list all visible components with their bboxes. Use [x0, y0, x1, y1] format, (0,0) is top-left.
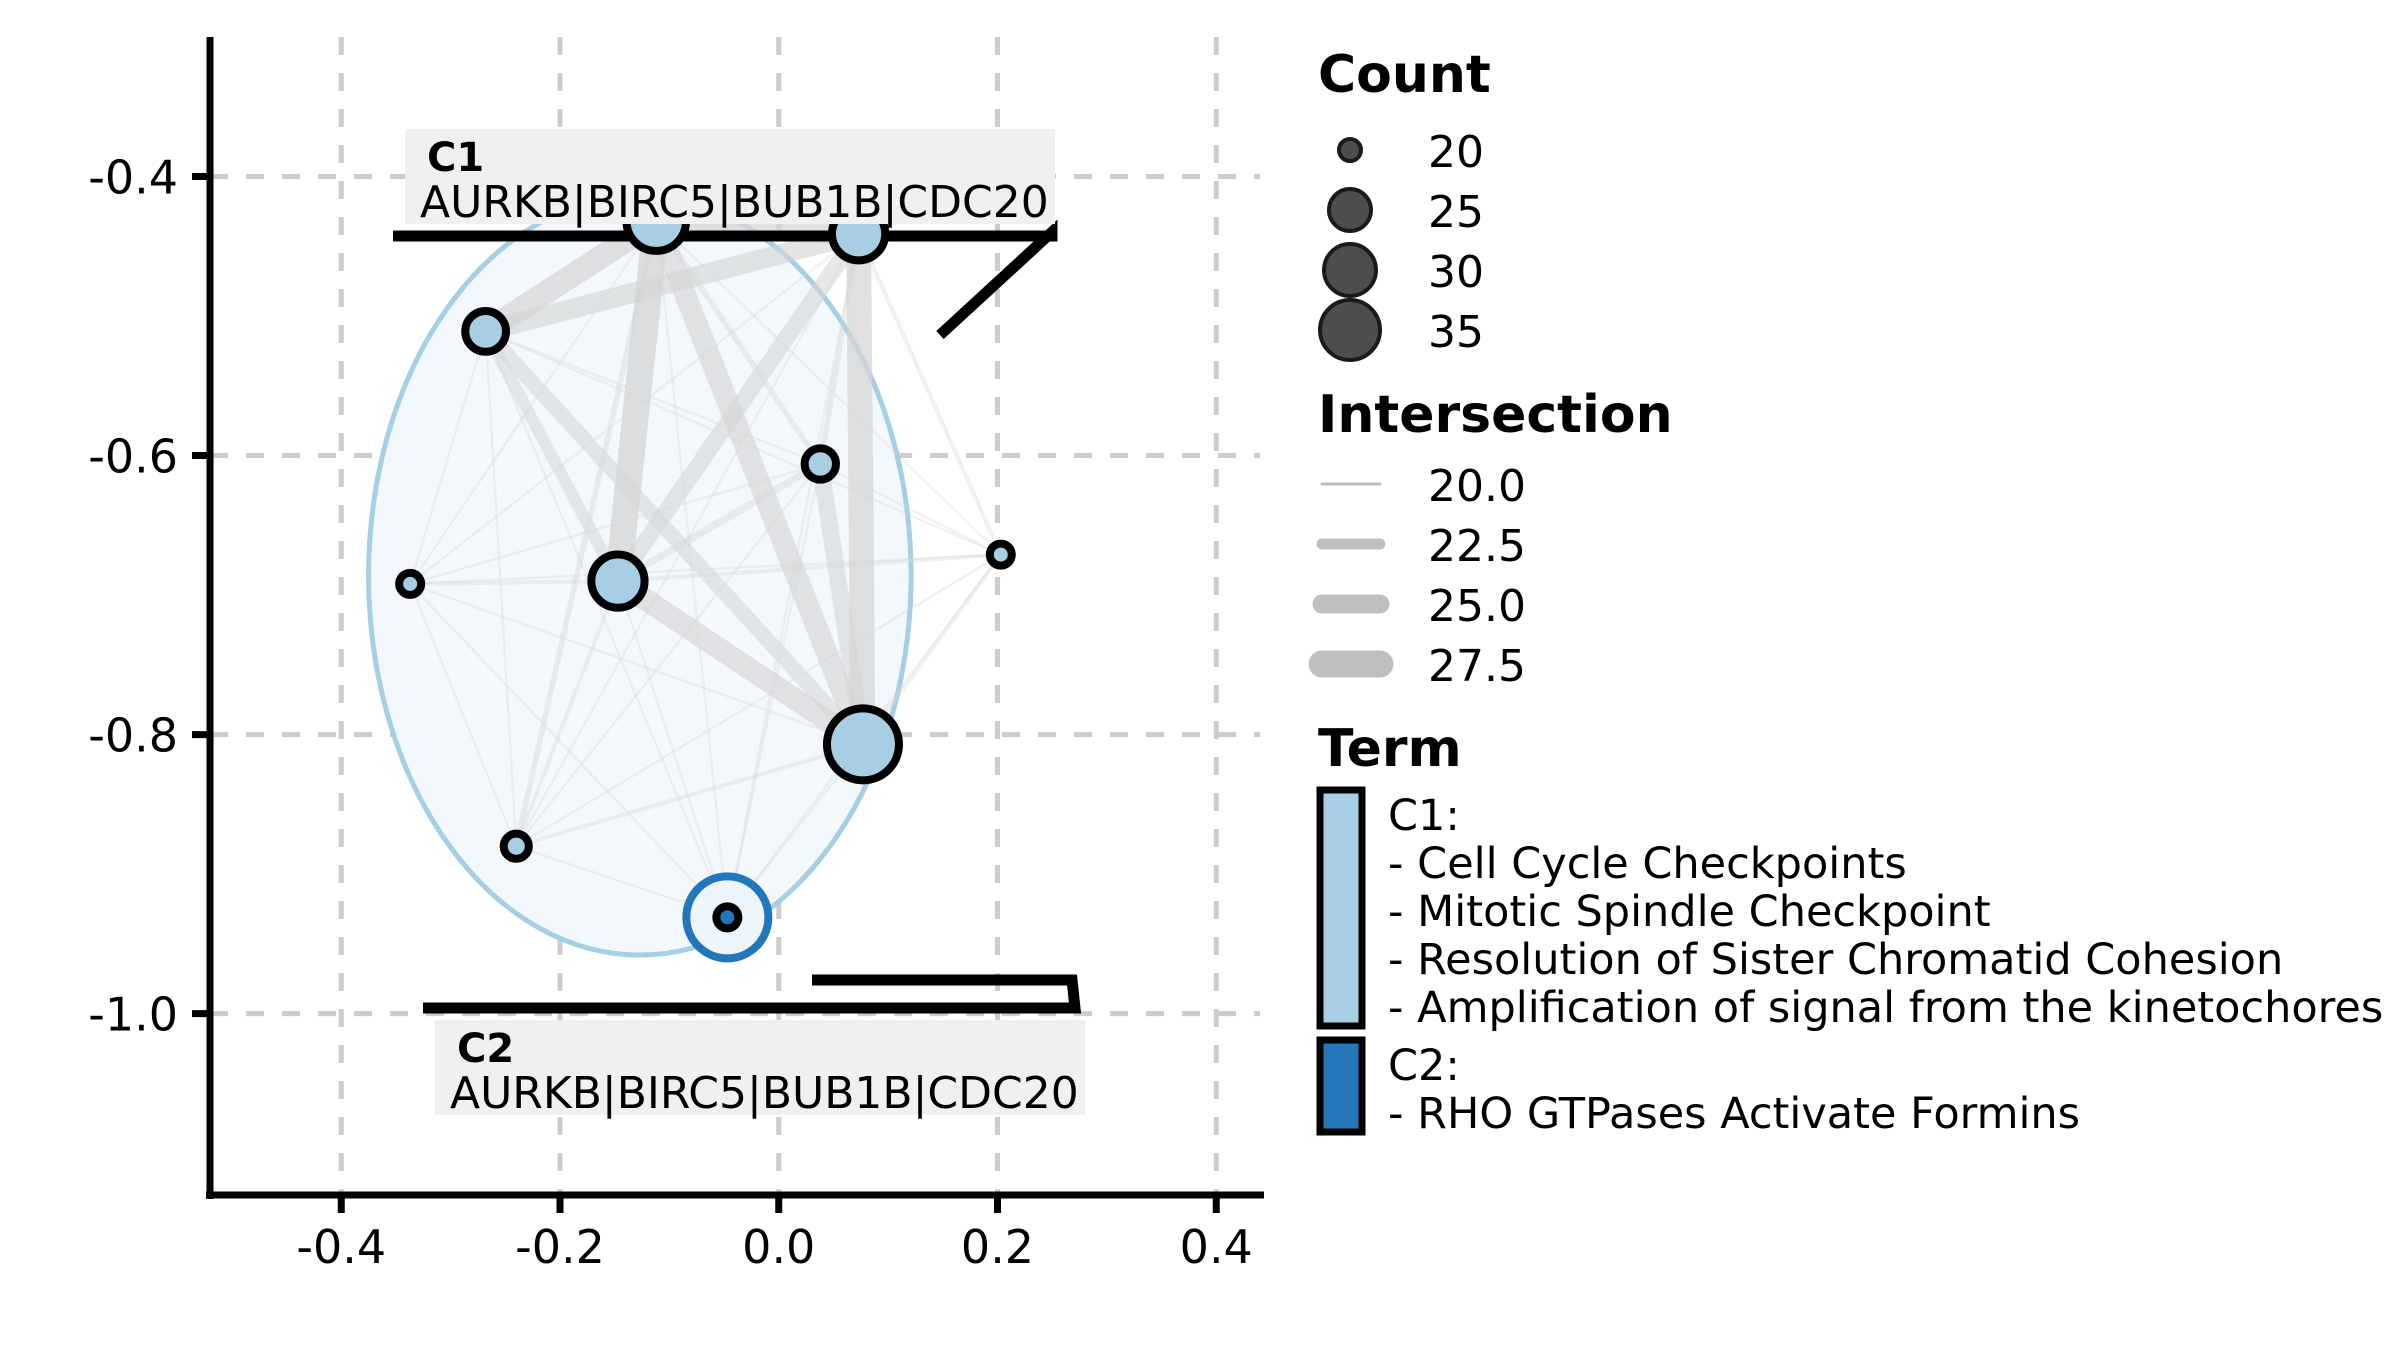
legend-term-title: Term	[1318, 719, 1462, 779]
legend-term-swatch	[1316, 786, 1366, 1030]
y-tick-label: -1.0	[88, 988, 178, 1042]
x-tick-label: 0.2	[961, 1220, 1034, 1274]
network-node[interactable]	[395, 568, 426, 599]
legend-intersection-label: 27.5	[1428, 641, 1526, 692]
y-tick-label: -0.8	[88, 709, 178, 763]
x-tick-label: 0.0	[742, 1220, 815, 1274]
annotation-leader-lines	[393, 219, 1082, 1014]
network-node[interactable]	[822, 704, 903, 785]
c2-callout-box	[435, 1020, 1085, 1115]
legend-term-line: - Cell Cycle Checkpoints	[1388, 839, 1907, 889]
legend-intersection-label: 20.0	[1428, 461, 1526, 512]
legend-count-marker	[1337, 137, 1363, 163]
x-tick-label: -0.2	[515, 1220, 605, 1274]
legend-term-heading: C1:	[1388, 791, 1460, 841]
legend-count-label: 20	[1428, 127, 1484, 178]
legend-term-line: - Mitotic Spindle Checkpoint	[1388, 887, 1991, 937]
c1-callout-box	[405, 129, 1055, 224]
legend-term-line: - Amplification of signal from the kinet…	[1388, 983, 2383, 1033]
legend-count-label: 30	[1428, 247, 1484, 298]
legend-intersection-label: 22.5	[1428, 521, 1526, 572]
legend-term-heading: C2:	[1388, 1041, 1460, 1091]
legend-count-marker	[1327, 187, 1373, 233]
c2-gene-list: AURKB|BIRC5|BUB1B|CDC20	[450, 1068, 1079, 1119]
y-tick-label: -0.4	[88, 151, 178, 205]
legend-term-swatch	[1316, 1036, 1366, 1136]
c2-cluster-label: C2	[457, 1026, 514, 1072]
axis-tick-labels: -0.4 -0.2 0.0 0.2 0.4 -0.4 -0.6 -0.8 -1.0	[88, 151, 1253, 1274]
legend-count-marker	[1318, 298, 1382, 362]
network-node[interactable]	[985, 539, 1016, 570]
legend-term-line: - Resolution of Sister Chromatid Cohesio…	[1388, 935, 2283, 985]
axes	[192, 37, 1264, 1213]
c1-cluster-label: C1	[427, 135, 484, 181]
network-node[interactable]	[587, 550, 649, 612]
network-node[interactable]	[800, 444, 840, 484]
legend-count-label: 25	[1428, 187, 1484, 238]
legend-count-label: 35	[1428, 307, 1484, 358]
legend-count-title: Count	[1318, 45, 1491, 105]
annotation-callouts: C1AURKB|BIRC5|BUB1B|CDC20C2AURKB|BIRC5|B…	[405, 129, 1085, 1119]
legend-intersection-label: 25.0	[1428, 581, 1526, 632]
legend-count-marker	[1322, 242, 1378, 298]
network-node[interactable]	[461, 307, 510, 356]
legend-intersection-title: Intersection	[1318, 385, 1673, 445]
y-tick-label: -0.6	[88, 430, 178, 484]
x-tick-label: -0.4	[296, 1220, 386, 1274]
c1-gene-list: AURKB|BIRC5|BUB1B|CDC20	[420, 177, 1049, 228]
network-node[interactable]	[712, 902, 743, 933]
network-node[interactable]	[499, 829, 533, 863]
x-tick-label: 0.4	[1180, 1220, 1253, 1274]
legend-term-line: - RHO GTPases Activate Formins	[1388, 1089, 2080, 1139]
